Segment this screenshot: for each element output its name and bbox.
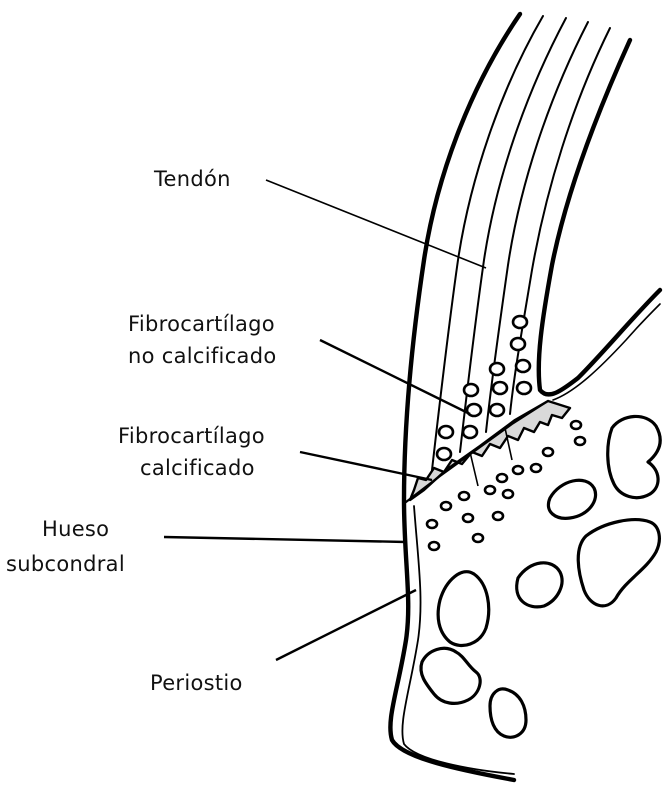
chondrocyte (490, 404, 504, 416)
bone-cell (441, 502, 451, 510)
bone-cell (429, 542, 439, 550)
marrow-cavity (438, 572, 489, 646)
label-bone-line2: subcondral (6, 552, 125, 576)
chondrocyte (464, 384, 478, 396)
label-tendon: Tendón (153, 167, 231, 191)
leader-line-tendon (266, 180, 486, 268)
chondrocyte (516, 360, 530, 372)
bone-cell (493, 512, 503, 520)
bone-cell (473, 534, 483, 542)
chondrocyte (437, 448, 451, 460)
chondrocyte (517, 382, 531, 394)
marrow-cavity (548, 480, 595, 518)
bone-cell (463, 514, 473, 522)
tendon-inner-border (539, 40, 660, 394)
bone-cell (497, 474, 507, 482)
tendon-fiber (510, 28, 610, 414)
label-fibro-uncalc-line2: no calcificado (128, 344, 276, 368)
label-fibro-calc-line2: calcificado (140, 456, 255, 480)
bone-cell (513, 466, 523, 474)
leader-line-fibro-calc (300, 452, 432, 480)
label-periosteum: Periostio (150, 671, 243, 695)
marrow-cavity (608, 416, 660, 497)
chondrocyte (511, 338, 525, 350)
bone-cell (575, 437, 585, 445)
label-fibro-calc-line1: Fibrocartílago (118, 424, 265, 448)
chondrocyte (513, 316, 527, 328)
label-bone-line1: Hueso (42, 517, 109, 541)
bone-cell (531, 464, 541, 472)
label-fibro-uncalc-line1: Fibrocartílago (128, 312, 275, 336)
leader-line-fibro-uncalc (320, 340, 470, 414)
chondrocyte (490, 363, 504, 375)
chondrocyte (493, 382, 507, 394)
bone-cell (459, 492, 469, 500)
leader-line-bone (164, 537, 406, 542)
marrow-cavity (421, 648, 480, 703)
bone-cell (485, 486, 495, 494)
chondrocyte (439, 426, 453, 438)
leader-line-periosteum (276, 590, 416, 660)
bone-cell (543, 448, 553, 456)
marrow-cavity (490, 689, 526, 737)
marrow-cavity (578, 520, 659, 606)
bone-cell (571, 421, 581, 429)
marrow-cavity (517, 563, 562, 607)
band-divider (470, 452, 478, 486)
chondrocyte (463, 426, 477, 438)
bone-cell (503, 490, 513, 498)
bone-cell (427, 520, 437, 528)
